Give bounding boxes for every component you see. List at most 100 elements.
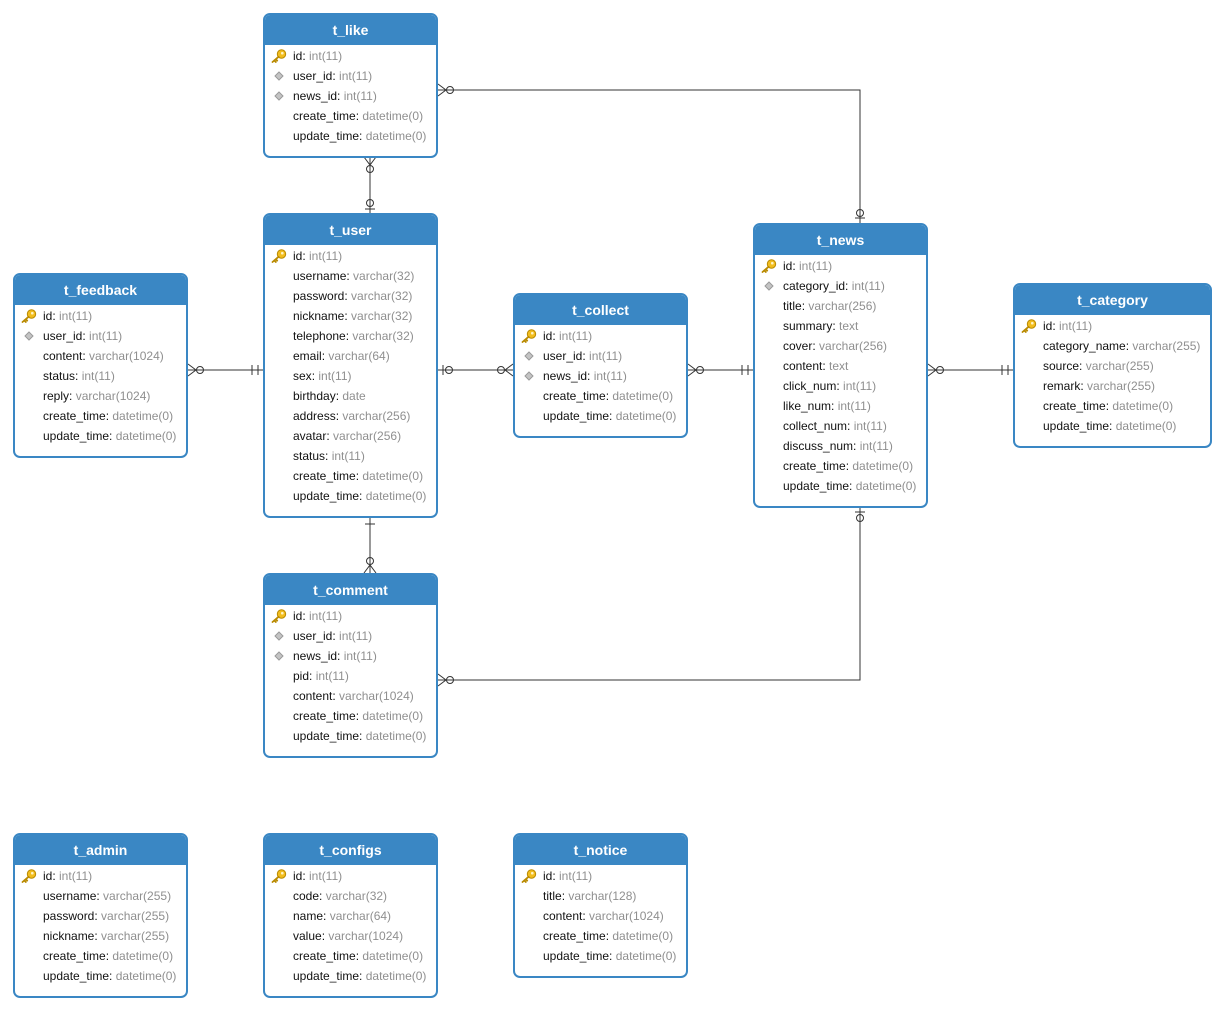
field-name: birthday <box>293 389 336 403</box>
field-row[interactable]: id: int(11) <box>515 866 686 886</box>
field-row[interactable]: update_time: datetime(0) <box>515 946 686 966</box>
field-separator: : <box>332 629 340 643</box>
field-row[interactable]: birthday: date <box>265 386 436 406</box>
field-row[interactable]: status: int(11) <box>265 446 436 466</box>
field-row[interactable]: create_time: datetime(0) <box>265 706 436 726</box>
field-row[interactable]: user_id: int(11) <box>265 626 436 646</box>
field-row[interactable]: create_time: datetime(0) <box>15 406 186 426</box>
field-row[interactable]: id: int(11) <box>265 606 436 626</box>
field-row[interactable]: source: varchar(255) <box>1015 356 1210 376</box>
field-row[interactable]: update_time: datetime(0) <box>1015 416 1210 436</box>
field-row[interactable]: update_time: datetime(0) <box>265 726 436 746</box>
field-row[interactable]: create_time: datetime(0) <box>515 926 686 946</box>
field-row[interactable]: create_time: datetime(0) <box>265 106 436 126</box>
field-row[interactable]: nickname: varchar(255) <box>15 926 186 946</box>
field-row[interactable]: content: text <box>755 356 926 376</box>
field-name: source <box>1043 359 1080 373</box>
field-separator: : <box>346 269 354 283</box>
field-row[interactable]: avatar: varchar(256) <box>265 426 436 446</box>
field-row[interactable]: news_id: int(11) <box>265 86 436 106</box>
field-row[interactable]: title: varchar(256) <box>755 296 926 316</box>
field-separator: : <box>109 429 116 443</box>
field-separator: : <box>1052 319 1060 333</box>
field-row[interactable]: user_id: int(11) <box>265 66 436 86</box>
field-row[interactable]: content: varchar(1024) <box>515 906 686 926</box>
field-row[interactable]: status: int(11) <box>15 366 186 386</box>
field-row[interactable]: content: varchar(1024) <box>15 346 186 366</box>
field-row[interactable]: discuss_num: int(11) <box>755 436 926 456</box>
field-row[interactable]: collect_num: int(11) <box>755 416 926 436</box>
field-row[interactable]: create_time: datetime(0) <box>15 946 186 966</box>
field-row[interactable]: id: int(11) <box>515 326 686 346</box>
field-row[interactable]: password: varchar(255) <box>15 906 186 926</box>
diamond-icon <box>21 329 37 343</box>
field-row[interactable]: update_time: datetime(0) <box>755 476 926 496</box>
field-row[interactable]: update_time: datetime(0) <box>15 426 186 446</box>
field-row[interactable]: id: int(11) <box>15 306 186 326</box>
field-row[interactable]: click_num: int(11) <box>755 376 926 396</box>
field-row[interactable]: category_name: varchar(255) <box>1015 336 1210 356</box>
field-row[interactable]: value: varchar(1024) <box>265 926 436 946</box>
field-row[interactable]: id: int(11) <box>15 866 186 886</box>
field-row[interactable]: like_num: int(11) <box>755 396 926 416</box>
field-row[interactable]: update_time: datetime(0) <box>515 406 686 426</box>
field-row[interactable]: user_id: int(11) <box>515 346 686 366</box>
field-row[interactable]: name: varchar(64) <box>265 906 436 926</box>
field-separator: : <box>355 469 363 483</box>
field-row[interactable]: user_id: int(11) <box>15 326 186 346</box>
field-row[interactable]: username: varchar(32) <box>265 266 436 286</box>
field-row[interactable]: sex: int(11) <box>265 366 436 386</box>
field-type: int(11) <box>837 399 871 413</box>
field-name: like_num <box>783 399 832 413</box>
field-row[interactable]: id: int(11) <box>265 46 436 66</box>
field-row[interactable]: pid: int(11) <box>265 666 436 686</box>
field-type: int(11) <box>89 329 123 343</box>
field-row[interactable]: cover: varchar(256) <box>755 336 926 356</box>
field-separator: : <box>832 319 840 333</box>
field-row[interactable]: id: int(11) <box>265 866 436 886</box>
field-row[interactable]: update_time: datetime(0) <box>15 966 186 986</box>
field-row[interactable]: create_time: datetime(0) <box>755 456 926 476</box>
field-list: id: int(11)user_id: int(11)news_id: int(… <box>265 45 436 146</box>
field-row[interactable]: category_id: int(11) <box>755 276 926 296</box>
field-row[interactable]: news_id: int(11) <box>515 366 686 386</box>
field-separator: : <box>355 109 363 123</box>
field-row[interactable]: create_time: datetime(0) <box>265 946 436 966</box>
field-row[interactable]: password: varchar(32) <box>265 286 436 306</box>
field-row[interactable]: update_time: datetime(0) <box>265 486 436 506</box>
field-row[interactable]: id: int(11) <box>1015 316 1210 336</box>
table-title: t_news <box>755 225 926 255</box>
field-row[interactable]: summary: text <box>755 316 926 336</box>
field-row[interactable]: update_time: datetime(0) <box>265 126 436 146</box>
field-name: content <box>543 909 583 923</box>
field-row[interactable]: id: int(11) <box>265 246 436 266</box>
field-row[interactable]: title: varchar(128) <box>515 886 686 906</box>
field-row[interactable]: nickname: varchar(32) <box>265 306 436 326</box>
field-row[interactable]: id: int(11) <box>755 256 926 276</box>
field-row[interactable]: news_id: int(11) <box>265 646 436 666</box>
field-row[interactable]: username: varchar(255) <box>15 886 186 906</box>
field-row[interactable]: create_time: datetime(0) <box>515 386 686 406</box>
field-row[interactable]: telephone: varchar(32) <box>265 326 436 346</box>
field-type: varchar(255) <box>101 929 170 943</box>
field-row[interactable]: remark: varchar(255) <box>1015 376 1210 396</box>
field-row[interactable]: update_time: datetime(0) <box>265 966 436 986</box>
field-row[interactable]: content: varchar(1024) <box>265 686 436 706</box>
diamond-icon <box>761 279 777 293</box>
field-row[interactable]: address: varchar(256) <box>265 406 436 426</box>
field-row[interactable]: create_time: datetime(0) <box>1015 396 1210 416</box>
field-row[interactable]: create_time: datetime(0) <box>265 466 436 486</box>
field-row[interactable]: code: varchar(32) <box>265 886 436 906</box>
field-row[interactable]: email: varchar(64) <box>265 346 436 366</box>
field-row[interactable]: reply: varchar(1024) <box>15 386 186 406</box>
